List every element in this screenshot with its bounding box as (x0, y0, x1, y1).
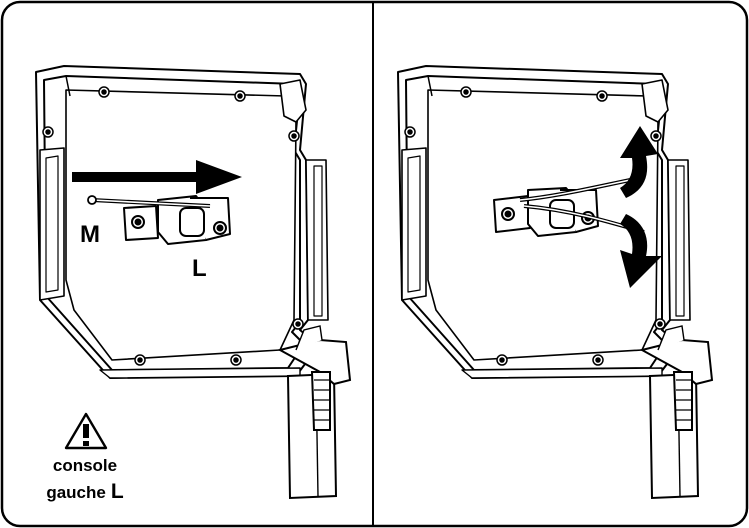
left-panel: M L console gauche L (35, 65, 352, 503)
mounting-post-left (277, 325, 352, 500)
label-l: L (192, 255, 207, 282)
warning-line-2: gauche L (46, 480, 124, 503)
mounting-post-right (639, 325, 714, 500)
warning-line-1: console (53, 456, 117, 475)
right-panel (397, 65, 714, 500)
curved-arrow-up-icon (620, 126, 658, 198)
bracket-with-cable (493, 176, 645, 237)
warning-letter: L (111, 480, 124, 503)
label-m: M (80, 221, 100, 248)
curved-arrow-down-icon (620, 214, 662, 288)
screw-part-m (87, 195, 211, 208)
warning-triangle-icon (64, 412, 108, 450)
warning-word: gauche (46, 483, 106, 502)
arrow-right-icon (72, 160, 242, 194)
bracket-part-l (123, 195, 231, 245)
